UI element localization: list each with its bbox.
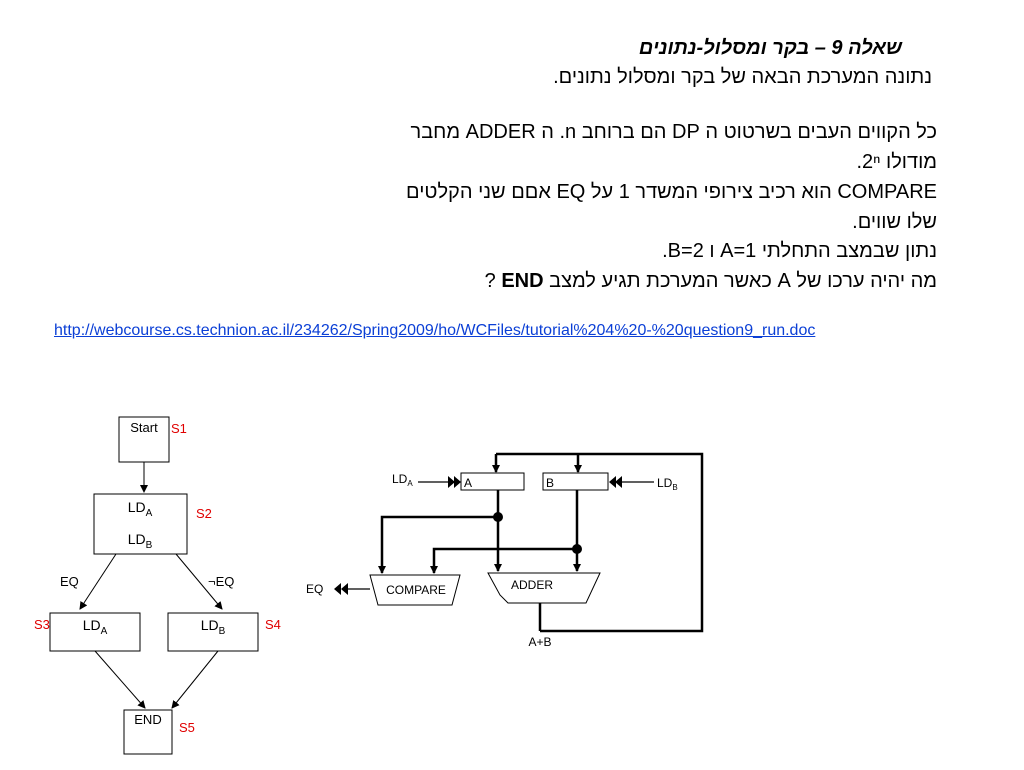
state-s4-ld-b: LDB <box>201 617 226 637</box>
state-s3-box <box>49 612 141 652</box>
question-line-modulo: מודולו 2ⁿ. <box>856 151 937 173</box>
ld-b-edge-marker <box>609 476 622 488</box>
state-s4-box <box>167 612 259 652</box>
question-ask-end: END <box>501 270 544 292</box>
state-end-box <box>123 709 173 755</box>
state-start-label: Start <box>130 420 158 435</box>
transition-s3-s5 <box>94 650 146 709</box>
question-line-initial-state: נתון שבמצב התחלתי A=1 ו B=2. <box>662 240 937 262</box>
b-to-compare <box>430 547 577 574</box>
ld-a-signal-label: LDA <box>392 472 413 488</box>
state-s2-label: S2 <box>196 506 212 521</box>
register-b-label: B <box>546 476 554 490</box>
a-to-compare <box>378 515 498 574</box>
question-ask-mark: ? <box>484 270 502 292</box>
transition-not-eq-label: ¬EQ <box>208 574 234 589</box>
question-line-ask: מה יהיה ערכו של A כאשר המערכת תגיע למצב … <box>485 267 937 296</box>
state-s3-label: S3 <box>34 617 50 632</box>
ld-b-signal-label: LDB <box>657 476 678 492</box>
adder-unit <box>487 572 601 604</box>
question-line-datapath-width: כל הקווים העבים בשרטוט ה DP הם ברוחב n. … <box>410 121 937 143</box>
transition-eq-label: EQ <box>60 574 79 589</box>
datapath-diagram: A B LDA LDB COMPARE EQ ADDER A+B <box>306 452 704 649</box>
register-a <box>460 472 525 491</box>
register-a-label: A <box>464 476 472 490</box>
tutorial-link[interactable]: http://webcourse.cs.technion.ac.il/23426… <box>54 322 816 339</box>
compare-label: COMPARE <box>386 583 446 597</box>
state-end-label: END <box>134 712 161 727</box>
state-s2-ld-a: LDA <box>128 499 153 519</box>
register-b <box>542 472 609 491</box>
sum-label: A+B <box>528 635 551 649</box>
state-s5-label: S5 <box>179 720 195 735</box>
question-line-inputs-equal: שלו שווים. <box>852 211 937 233</box>
fsm-diagram: Start S1 LDA LDB S2 EQ ¬EQ LDA S3 LDB S4… <box>34 416 281 755</box>
state-s1-label: S1 <box>171 421 187 436</box>
state-s2-box <box>93 493 188 555</box>
state-s3-ld-a: LDA <box>83 617 108 637</box>
transition-s4-s5 <box>171 650 219 709</box>
question-line-compare: COMPARE הוא רכיב צירופי המשדר 1 על EQ אם… <box>406 181 937 203</box>
eq-output-label: EQ <box>306 582 323 596</box>
eq-output-marker <box>334 583 348 595</box>
question-title: שאלה 9 – בקר ומסלול-נתונים <box>638 37 902 59</box>
feedback-bus <box>496 452 704 633</box>
question-intro: נתונה המערכת הבאה של בקר ומסלול נתונים. <box>553 66 932 88</box>
state-s4-label: S4 <box>265 617 281 632</box>
transition-s2-s3 <box>79 553 117 610</box>
question-ask-text: מה יהיה ערכו של A כאשר המערכת תגיע למצב <box>543 270 937 292</box>
state-start-box <box>118 416 170 463</box>
adder-label: ADDER <box>511 578 553 592</box>
transition-s2-s4 <box>175 553 223 610</box>
ld-a-edge-marker <box>448 476 461 488</box>
compare-unit <box>369 574 461 606</box>
state-s2-ld-b: LDB <box>128 531 153 551</box>
